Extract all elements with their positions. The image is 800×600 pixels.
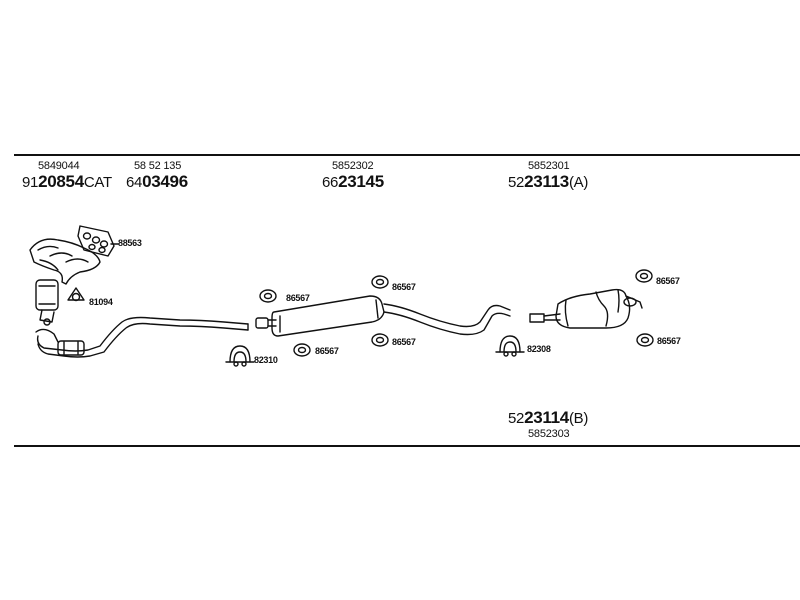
manifold-catalyst-icon[interactable]: [29, 238, 101, 326]
tag-hanger-b: 86567: [315, 346, 339, 356]
rubber-hanger-e-icon[interactable]: [635, 269, 653, 283]
tag-hanger-e: 86567: [656, 276, 680, 286]
part-number-5: 5223114(B): [508, 408, 589, 427]
ring-seal-icon[interactable]: [67, 287, 85, 302]
rubber-hanger-f-icon[interactable]: [636, 333, 654, 347]
pipe-clamp-right-icon[interactable]: [495, 335, 525, 357]
part-label-5[interactable]: 5223114(B) 5852303: [508, 408, 588, 440]
part-label-3[interactable]: 5852302 6623145: [322, 160, 384, 192]
tag-clamp-left: 82310: [254, 355, 278, 365]
part-ref-2: 58 52 135: [134, 160, 182, 172]
part-ref-5: 5852303: [528, 428, 570, 440]
center-muffler-icon[interactable]: [255, 295, 511, 337]
part-label-4[interactable]: 5852301 5223113(A): [508, 160, 588, 192]
part-label-1[interactable]: 5849044 9120854CAT: [22, 160, 112, 192]
rubber-hanger-d-icon[interactable]: [371, 333, 389, 347]
rear-muffler-icon[interactable]: [529, 288, 643, 329]
manifold-gasket-icon[interactable]: [77, 225, 119, 257]
part-number-2: 6403496: [126, 172, 188, 191]
part-number-4: 5223113(A): [508, 172, 589, 191]
part-ref-3: 5852302: [332, 160, 374, 172]
part-ref-4: 5852301: [528, 160, 570, 172]
tag-hanger-a: 86567: [286, 293, 310, 303]
tag-clamp-right: 82308: [527, 344, 551, 354]
part-number-3: 6623145: [322, 172, 384, 191]
part-label-2[interactable]: 58 52 135 6403496: [126, 160, 188, 192]
rubber-hanger-a-icon[interactable]: [259, 289, 277, 303]
tag-hanger-c: 86567: [392, 282, 416, 292]
tag-hanger-d: 86567: [392, 337, 416, 347]
tag-gasket: 88563: [118, 238, 142, 248]
top-rule: [14, 154, 800, 156]
bottom-rule: [14, 445, 800, 447]
tag-hanger-f: 86567: [657, 336, 681, 346]
pipe-clamp-left-icon[interactable]: [225, 345, 255, 367]
part-number-1: 9120854CAT: [22, 172, 112, 191]
part-ref-1: 5849044: [38, 160, 80, 172]
tag-ring: 81094: [89, 297, 113, 307]
front-pipe-icon[interactable]: [35, 316, 249, 358]
rubber-hanger-c-icon[interactable]: [371, 275, 389, 289]
rubber-hanger-b-icon[interactable]: [293, 343, 311, 357]
